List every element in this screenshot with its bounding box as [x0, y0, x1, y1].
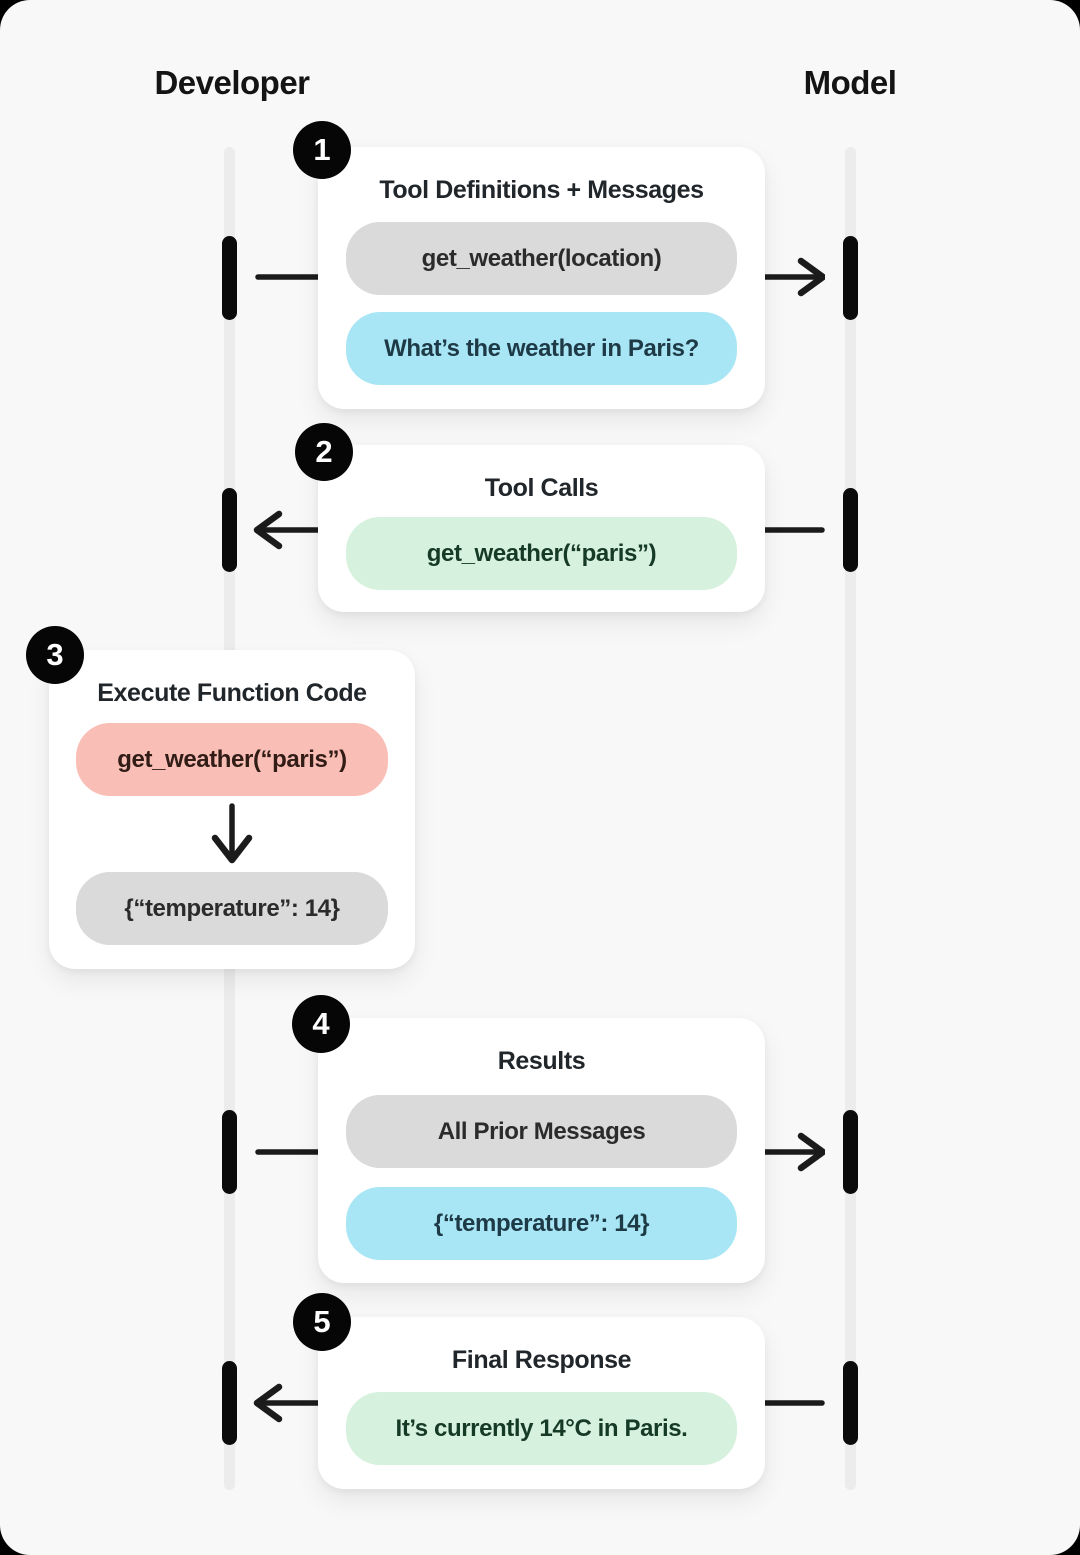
step5-card: Final Response It’s currently 14°C in Pa… [318, 1317, 765, 1489]
result-message-pill: {“temperature”: 14} [346, 1187, 737, 1260]
model-activation-bar-step2 [843, 488, 858, 572]
step4-card: Results All Prior Messages {“temperature… [318, 1018, 765, 1283]
developer-activation-bar-step5 [222, 1361, 237, 1445]
developer-activation-bar-step4 [222, 1110, 237, 1194]
user-message-pill: What’s the weather in Paris? [346, 312, 737, 385]
developer-activation-bar-step2 [222, 488, 237, 572]
function-call-pill: get_weather(“paris”) [76, 723, 388, 796]
tool-definition-pill: get_weather(location) [346, 222, 737, 295]
function-result-pill: {“temperature”: 14} [76, 872, 388, 945]
step5-title: Final Response [451, 1346, 632, 1374]
developer-column-label: Developer [154, 64, 310, 101]
tool-call-pill: get_weather(“paris”) [346, 517, 737, 590]
model-activation-bar-step4 [843, 1110, 858, 1194]
step1-title: Tool Definitions + Messages [379, 176, 704, 204]
step5-number-badge: 5 [293, 1293, 351, 1351]
step3-number-badge: 3 [26, 626, 84, 684]
step3-card: Execute Function Code get_weather(“paris… [49, 650, 415, 969]
step4-number-badge: 4 [292, 995, 350, 1053]
step2-card: Tool Calls get_weather(“paris”) [318, 445, 765, 612]
model-activation-bar-step5 [843, 1361, 858, 1445]
prior-messages-pill: All Prior Messages [346, 1095, 737, 1168]
step1-card: Tool Definitions + Messages get_weather(… [318, 147, 765, 409]
model-column-label: Model [803, 64, 897, 101]
step2-number-badge: 2 [295, 423, 353, 481]
developer-activation-bar-step1 [222, 236, 237, 320]
down-arrow-icon [210, 803, 254, 871]
step3-title: Execute Function Code [97, 679, 367, 707]
step4-title: Results [497, 1047, 586, 1075]
model-lifeline [845, 147, 856, 1490]
step1-number-badge: 1 [293, 121, 351, 179]
model-activation-bar-step1 [843, 236, 858, 320]
final-response-pill: It’s currently 14°C in Paris. [346, 1392, 737, 1465]
step2-title: Tool Calls [484, 474, 599, 502]
